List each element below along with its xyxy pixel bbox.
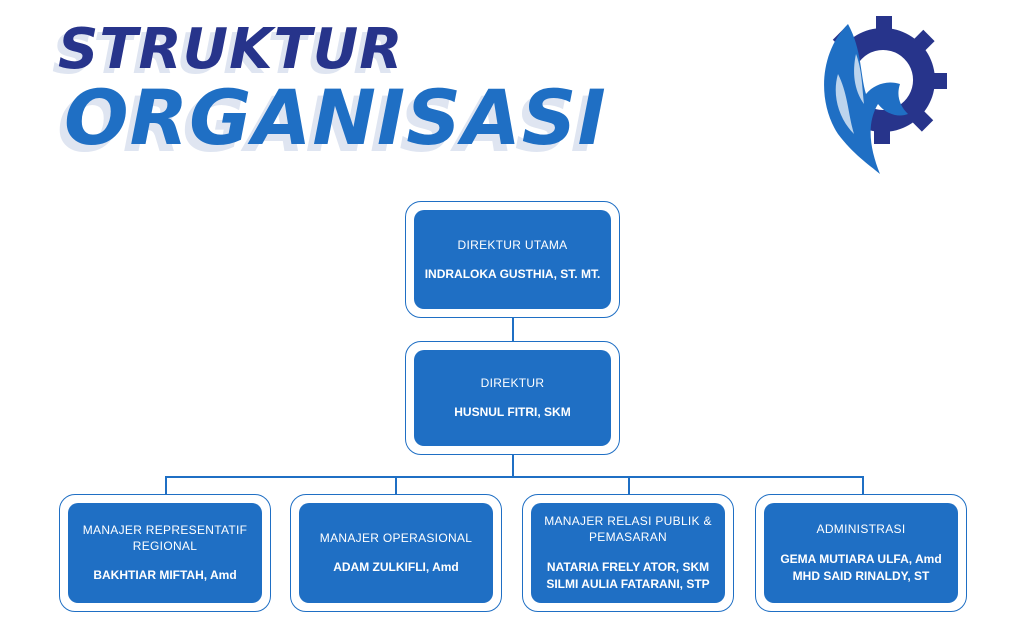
role-label: DIREKTUR UTAMA — [457, 237, 568, 252]
node-direktur-box: DIREKTUR HUSNUL FITRI, SKM — [414, 350, 611, 446]
person-name: BAKHTIAR MIFTAH, Amd — [93, 568, 237, 583]
connector-top — [512, 318, 514, 342]
person-name: SILMI AULIA FATARANI, STP — [546, 577, 710, 592]
node-direktur-utama: DIREKTUR UTAMA INDRALOKA GUSTHIA, ST. MT… — [405, 201, 620, 318]
person-name: ADAM ZULKIFLI, Amd — [333, 560, 459, 575]
node-direktur: DIREKTUR HUSNUL FITRI, SKM — [405, 341, 620, 455]
role-label: MANAJER REPRESENTATIF REGIONAL — [82, 523, 248, 554]
names-list: ADAM ZULKIFLI, Amd — [333, 560, 459, 576]
person-name: NATARIA FRELY ATOR, SKM — [546, 559, 710, 574]
node-manajer-representatif-regional: MANAJER REPRESENTATIF REGIONAL BAKHTIAR … — [59, 494, 271, 612]
connector-drop-4 — [862, 476, 864, 494]
names-list: HUSNUL FITRI, SKM — [454, 405, 570, 421]
names-list: GEMA MUTIARA ULFA, Amd MHD SAID RINALDY,… — [780, 552, 941, 585]
role-label: MANAJER RELASI PUBLIK & PEMASARAN — [544, 514, 712, 545]
node-manager-box: ADMINISTRASI GEMA MUTIARA ULFA, Amd MHD … — [764, 503, 958, 603]
eagle-gear-logo-icon — [824, 16, 947, 174]
node-direktur-utama-box: DIREKTUR UTAMA INDRALOKA GUSTHIA, ST. MT… — [414, 210, 611, 309]
person-name: HUSNUL FITRI, SKM — [454, 405, 571, 420]
node-administrasi: ADMINISTRASI GEMA MUTIARA ULFA, Amd MHD … — [755, 494, 967, 612]
connector-drop-1 — [165, 476, 167, 494]
node-manajer-relasi-publik-pemasaran: MANAJER RELASI PUBLIK & PEMASARAN NATARI… — [522, 494, 734, 612]
person-name: GEMA MUTIARA ULFA, Amd — [780, 551, 942, 566]
title-organisasi: ORGANISASI — [64, 73, 607, 162]
names-list: BAKHTIAR MIFTAH, Amd — [93, 568, 236, 584]
node-manager-box: MANAJER REPRESENTATIF REGIONAL BAKHTIAR … — [68, 503, 262, 603]
node-manager-box: MANAJER RELASI PUBLIK & PEMASARAN NATARI… — [531, 503, 725, 603]
role-label: MANAJER OPERASIONAL — [319, 531, 473, 546]
connector-drop-2 — [395, 476, 397, 494]
names-list: NATARIA FRELY ATOR, SKM SILMI AULIA FATA… — [546, 560, 709, 593]
role-label: ADMINISTRASI — [816, 522, 906, 537]
names-list: INDRALOKA GUSTHIA, ST. MT. — [425, 267, 601, 283]
connector-horizontal — [165, 476, 864, 478]
connector-mid — [512, 455, 514, 477]
person-name: INDRALOKA GUSTHIA, ST. MT. — [424, 266, 601, 281]
role-label: DIREKTUR — [480, 376, 545, 391]
person-name: MHD SAID RINALDY, ST — [792, 569, 930, 584]
connector-drop-3 — [628, 476, 630, 494]
title-struktur: STRUKTUR — [58, 17, 404, 82]
node-manager-box: MANAJER OPERASIONAL ADAM ZULKIFLI, Amd — [299, 503, 493, 603]
node-manajer-operasional: MANAJER OPERASIONAL ADAM ZULKIFLI, Amd — [290, 494, 502, 612]
